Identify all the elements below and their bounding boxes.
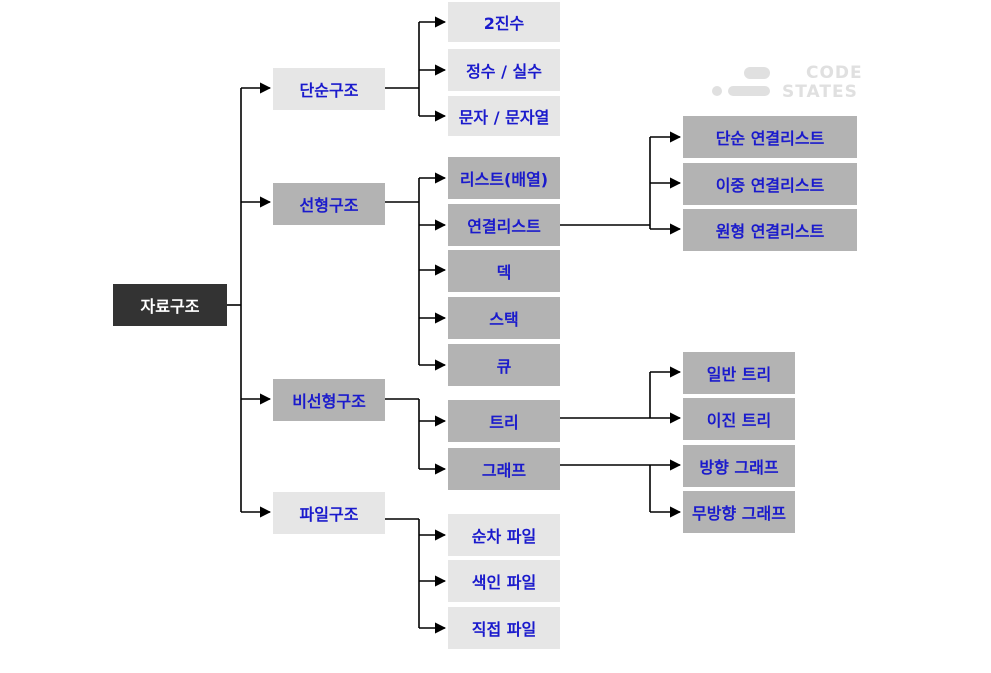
node-nonlinear-structure: 비선형구조	[273, 379, 385, 421]
logo-text-states: STATES	[782, 82, 858, 102]
node-circular-linked-list: 원형 연결리스트	[683, 209, 857, 251]
node-list-array: 리스트(배열)	[448, 157, 560, 199]
node-stack: 스택	[448, 297, 560, 339]
logo-bar-icon	[728, 86, 770, 96]
node-linear-structure: 선형구조	[273, 183, 385, 225]
node-deque: 덱	[448, 250, 560, 292]
logo-pill-icon	[744, 67, 770, 79]
code-states-logo: CODE STATES	[708, 62, 868, 102]
node-file-structure: 파일구조	[273, 492, 385, 534]
node-indexed-file: 색인 파일	[448, 560, 560, 602]
node-char-string: 문자 / 문자열	[448, 96, 560, 136]
node-binary-tree: 이진 트리	[683, 398, 795, 440]
logo-dot-icon	[712, 86, 722, 96]
node-tree: 트리	[448, 400, 560, 442]
node-general-tree: 일반 트리	[683, 352, 795, 394]
node-undirected-graph: 무방향 그래프	[683, 491, 795, 533]
node-doubly-linked-list: 이중 연결리스트	[683, 163, 857, 205]
logo-text-code: CODE	[806, 63, 863, 83]
node-queue: 큐	[448, 344, 560, 386]
node-root: 자료구조	[113, 284, 227, 326]
node-singly-linked-list: 단순 연결리스트	[683, 116, 857, 158]
node-linked-list: 연결리스트	[448, 204, 560, 246]
node-sequential-file: 순차 파일	[448, 514, 560, 556]
node-simple-structure: 단순구조	[273, 68, 385, 110]
node-directed-graph: 방향 그래프	[683, 445, 795, 487]
node-binary: 2진수	[448, 2, 560, 42]
node-int-real: 정수 / 실수	[448, 49, 560, 91]
node-graph: 그래프	[448, 448, 560, 490]
node-direct-file: 직접 파일	[448, 607, 560, 649]
